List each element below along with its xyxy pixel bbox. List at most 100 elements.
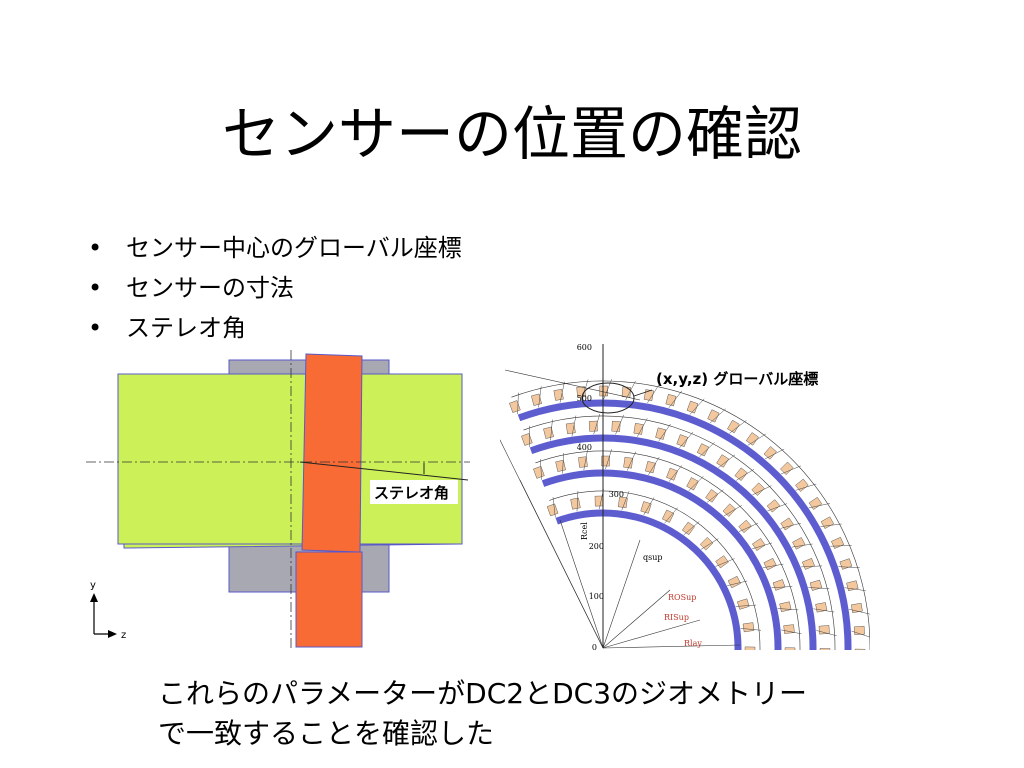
ray-layer	[500, 369, 741, 649]
global-coordinate-label: (x,y,z) グローバル座標	[656, 370, 818, 388]
sensor-cell	[780, 461, 794, 476]
cell-wire	[626, 451, 636, 471]
sensor-cell	[611, 420, 621, 432]
cell-wire	[668, 465, 683, 482]
cell-wire	[729, 420, 747, 434]
cell-wire	[648, 456, 660, 475]
sensor-cell	[737, 598, 750, 610]
tick-label: 600	[577, 343, 592, 352]
sensor-cell	[792, 537, 806, 550]
cell-wire	[780, 522, 801, 529]
sensor-cell	[808, 497, 823, 510]
cell-wire	[593, 413, 601, 435]
sensor-cell	[819, 648, 831, 650]
cell-wire	[767, 503, 788, 512]
sensor-cell	[570, 497, 581, 510]
cell-wire	[576, 490, 579, 512]
sensor-cell	[734, 467, 748, 481]
sensor-cell	[839, 558, 853, 570]
ring-layer	[511, 380, 870, 650]
cell-wire	[679, 431, 694, 449]
cell-wire	[777, 608, 799, 611]
cell-wire	[559, 381, 565, 403]
tick-label: 0	[592, 643, 597, 652]
cell-wire	[762, 563, 784, 568]
cell-wire	[813, 608, 835, 613]
cell-wire	[740, 628, 762, 631]
sensor-cell	[509, 400, 521, 413]
radius-ray	[602, 589, 671, 649]
caption: これらのパラメーターがDC2とDC3のジオメトリー で一致することを確認した	[158, 674, 878, 754]
cell-wire	[820, 523, 842, 527]
readout-strip-lower	[295, 551, 363, 648]
sensor-cell	[601, 455, 610, 467]
sensor-cell	[533, 466, 545, 479]
sensor-cell	[780, 517, 794, 531]
sensor-cell	[766, 499, 781, 513]
cell-wire	[517, 392, 519, 415]
sensor-cell	[553, 389, 564, 401]
sensor-cell	[738, 519, 752, 533]
cell-wire	[581, 379, 589, 400]
sensor-cell	[640, 501, 652, 514]
cell-wire	[664, 507, 678, 524]
cell-wire	[801, 565, 823, 568]
cell-wire	[838, 566, 860, 569]
caption-line-2: で一致することを確認した	[158, 717, 495, 750]
cell-wire	[747, 433, 767, 446]
sensor-cell	[707, 409, 720, 423]
sensor-figure: ステレオ角 y z	[86, 350, 470, 650]
cell-wire	[689, 398, 705, 415]
sensor-cell	[617, 496, 628, 509]
cell-wire	[605, 449, 612, 470]
cell-wire	[583, 449, 588, 471]
cell-wire	[688, 476, 704, 492]
sensor-cell	[727, 419, 740, 434]
cell-wire	[727, 580, 748, 586]
cell-wire	[658, 423, 671, 442]
sensor-cell	[705, 489, 719, 503]
cell-wire	[538, 386, 542, 408]
cell-wire	[848, 608, 870, 615]
sensor-cell	[727, 575, 741, 589]
cell-wire	[668, 390, 683, 409]
cell-wire	[571, 415, 577, 437]
stereo-angle-label: ステレオ角	[374, 484, 449, 502]
sensor-cell	[820, 516, 834, 529]
radius-ray	[602, 619, 701, 649]
cell-wire	[780, 465, 802, 475]
tick-label: 300	[609, 490, 624, 499]
sensor-cell	[578, 456, 588, 468]
cell-wire	[844, 587, 866, 591]
cell-wire	[782, 652, 802, 658]
highlight-ellipse	[581, 382, 635, 414]
cell-wire	[791, 543, 813, 548]
cell-wire	[715, 558, 735, 567]
bullet-item: ステレオ角	[86, 308, 462, 348]
sensor-cell	[795, 478, 809, 492]
cell-wire	[752, 485, 772, 496]
sensor-cell	[716, 454, 730, 468]
cell-wire	[781, 629, 802, 635]
cell-wire	[706, 489, 724, 503]
cell-wire	[700, 538, 719, 550]
cell-wire	[637, 418, 648, 437]
cell-wire	[808, 587, 830, 589]
sensor-cell	[633, 423, 644, 435]
sensor-cell	[831, 536, 845, 549]
sensor-cell	[802, 558, 815, 570]
cell-wire	[615, 414, 624, 435]
cell-wire	[736, 469, 755, 481]
support-ring	[555, 509, 742, 650]
cell-wire	[603, 379, 613, 400]
sensor-cell	[655, 427, 667, 440]
support-ring	[517, 399, 852, 650]
cell-wire	[752, 542, 773, 550]
sensor-cell	[686, 400, 699, 414]
sensor-cell	[854, 648, 866, 650]
cell-wire	[643, 497, 655, 516]
sensor-cell	[665, 394, 677, 407]
cell-wire	[852, 653, 872, 661]
radius-ray	[602, 539, 641, 649]
